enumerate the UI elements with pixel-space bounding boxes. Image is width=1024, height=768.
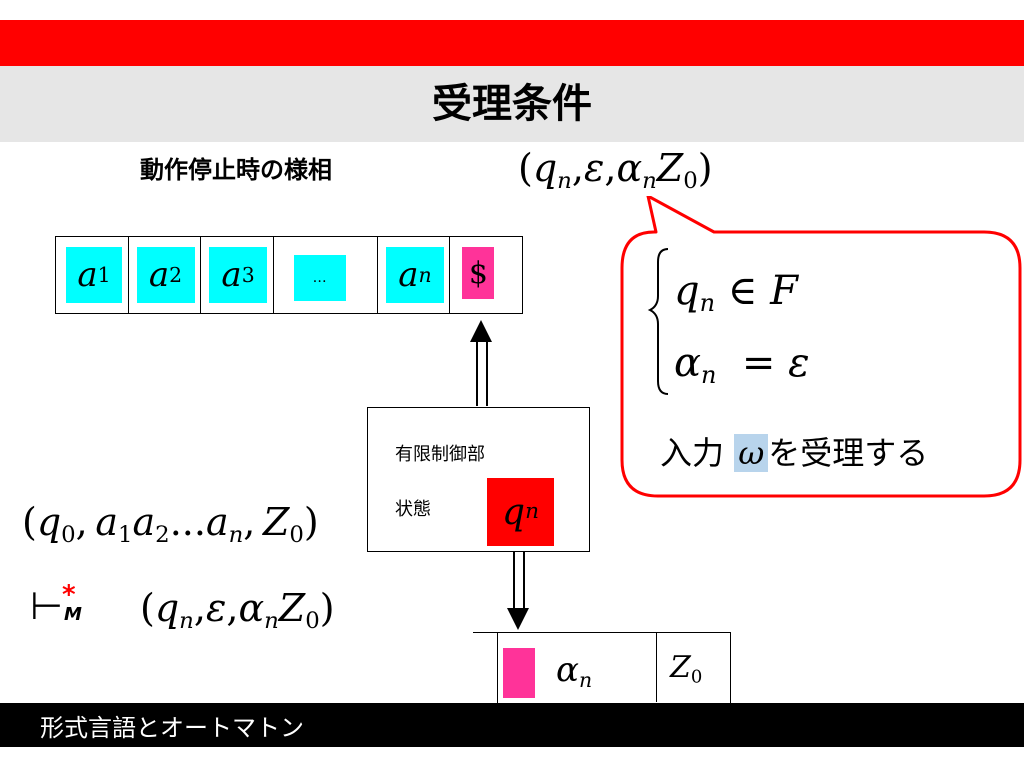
star-symbol: * (62, 580, 76, 610)
stack-divider (656, 632, 657, 702)
machine-label: M (64, 604, 82, 625)
footer-bar (0, 703, 1024, 747)
callout-bubble (620, 196, 1022, 498)
finite-control-label: 有限制御部 (395, 444, 485, 465)
finite-control-box (367, 407, 590, 552)
slide-subtitle: 動作停止時の様相 (140, 156, 332, 184)
accept-condition-stack: αn = ε (674, 340, 810, 390)
config-final: (qn,ε,αnZ0) (518, 146, 713, 194)
turnstile-symbol: ⊢ (30, 584, 64, 628)
config-derived: (qn,ε,αnZ0) (140, 586, 335, 634)
header-red-bar (0, 20, 1024, 66)
stack-alpha: αn (556, 650, 593, 693)
stack-top-marker (503, 648, 535, 698)
footer-course-title: 形式言語とオートマトン (40, 714, 304, 742)
stack-arrow-down (513, 551, 525, 611)
slide-title: 受理条件 (432, 81, 592, 127)
tape-cell: … (274, 237, 378, 313)
tape-cell-end-marker: $ (450, 237, 522, 313)
stack-top-line (473, 632, 497, 633)
state-label: 状態 (395, 499, 431, 520)
omega-highlight: ω (734, 434, 769, 472)
title-band (0, 66, 1024, 142)
pushdown-stack (497, 632, 731, 703)
arrow-up-head (470, 320, 492, 342)
config-initial: (q0, a1a2...an, Z0) (22, 500, 319, 548)
arrow-down-head (507, 608, 529, 630)
stack-z0: Z0 (670, 650, 703, 688)
head-arrow-up (476, 340, 488, 406)
accept-condition-state: qn ∈ F (674, 268, 798, 318)
